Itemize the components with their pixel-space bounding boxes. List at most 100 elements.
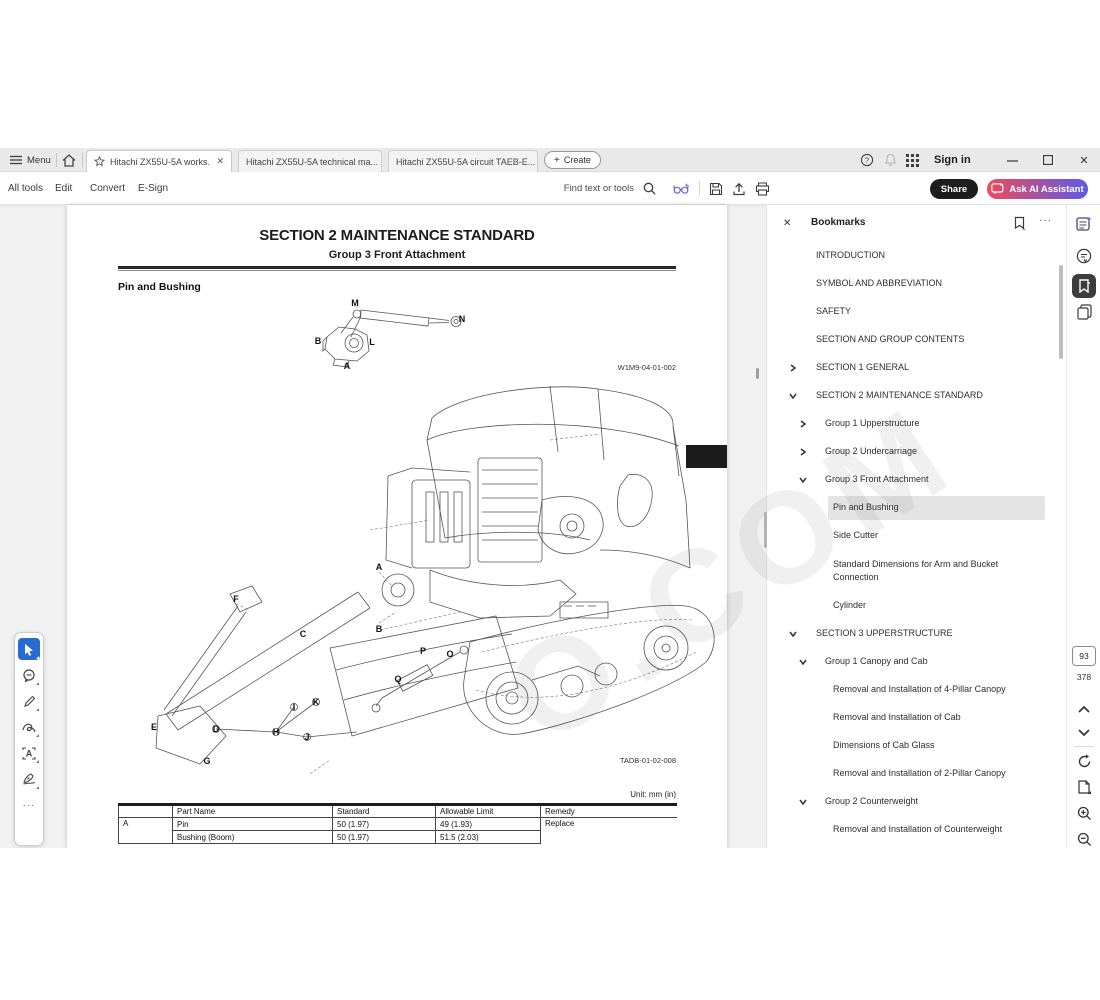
share-button[interactable]: Share <box>930 179 978 199</box>
previous-page-button[interactable] <box>1075 700 1093 718</box>
bookmark-item[interactable]: Group 3 Front Attachment <box>767 466 1059 494</box>
table-cell-ref: A <box>118 817 173 844</box>
chevron-down-icon[interactable] <box>799 476 807 484</box>
bookmark-item[interactable]: SYMBOL AND ABBREVIATION <box>767 270 1059 298</box>
add-comment-tool[interactable] <box>18 664 40 686</box>
bookmarks-button-active[interactable] <box>1072 274 1096 298</box>
star-icon[interactable] <box>93 155 106 167</box>
page-display-button[interactable] <box>1075 778 1093 796</box>
doc-section-title: SECTION 2 MAINTENANCE STANDARD <box>259 227 535 244</box>
lasso-tool[interactable] <box>18 716 40 738</box>
chevron-down-icon[interactable] <box>799 658 807 666</box>
save-icon[interactable] <box>709 182 723 196</box>
bookmark-label: Removal and Installation of 2-Pillar Can… <box>833 768 1006 779</box>
bookmark-item[interactable]: SECTION 2 MAINTENANCE STANDARD <box>767 382 1059 410</box>
draw-tool[interactable] <box>18 690 40 712</box>
bookmark-item[interactable]: SECTION 3 UPPERSTRUCTURE <box>767 620 1059 648</box>
bookmark-item[interactable]: Group 2 Undercarriage <box>767 438 1059 466</box>
edit-menu[interactable]: Edit <box>55 183 73 194</box>
bookmark-item[interactable]: Group 1 Canopy and Cab <box>767 648 1059 676</box>
fill-sign-tool[interactable] <box>18 768 40 790</box>
rotate-page-button[interactable] <box>1075 752 1093 770</box>
all-tools-menu[interactable]: All tools <box>8 183 44 194</box>
minimize-button[interactable] <box>997 148 1027 172</box>
chevron-right-icon[interactable] <box>799 420 807 428</box>
page-number-input[interactable]: 93 <box>1072 646 1096 666</box>
comments-button[interactable] <box>1075 247 1093 265</box>
chevron-down-icon[interactable] <box>789 392 797 400</box>
add-text-tool[interactable]: A <box>18 742 40 764</box>
bookmark-item[interactable]: INTRODUCTION <box>767 242 1059 270</box>
sign-in-button[interactable]: Sign in <box>934 148 971 172</box>
bookmark-label: Group 2 Counterweight <box>825 796 919 807</box>
acrobat-window: Menu Hitachi ZX55U-5A works... ✕ Hitachi… <box>0 148 1100 848</box>
close-window-button[interactable]: ✕ <box>1069 148 1099 172</box>
hamburger-icon <box>10 155 22 165</box>
bookmarks-scrollbar[interactable] <box>1059 265 1063 359</box>
bookmark-label: SECTION AND GROUP CONTENTS <box>816 334 965 345</box>
bookmark-item[interactable]: SAFETY <box>767 298 1059 326</box>
home-button[interactable] <box>62 148 76 172</box>
help-button[interactable]: ? <box>860 148 874 172</box>
minimize-icon <box>1006 159 1018 162</box>
share-label: Share <box>940 183 968 195</box>
create-button[interactable]: + Create <box>544 151 601 169</box>
comments-icon <box>1076 248 1092 264</box>
upload-icon[interactable] <box>732 182 746 196</box>
bookmark-item[interactable]: Dimensions of Cab Glass <box>767 732 1059 760</box>
ask-ai-label: Ask AI Assistant <box>1009 183 1084 195</box>
bookmark-item[interactable]: Removal and Installation of Cab <box>767 704 1059 732</box>
menu-button[interactable]: Menu <box>10 148 51 172</box>
bell-icon <box>884 153 897 167</box>
find-text-button[interactable]: Find text or tools <box>563 183 634 194</box>
document-scrollbar[interactable] <box>756 368 759 379</box>
panel-resize-handle[interactable] <box>764 512 767 548</box>
zoom-out-icon <box>1077 832 1091 846</box>
add-bookmark-button[interactable] <box>1013 216 1027 231</box>
bookmark-item[interactable]: SECTION 1 GENERAL <box>767 354 1059 382</box>
close-panel-button[interactable]: ✕ <box>783 218 792 229</box>
bookmark-item[interactable]: Pin and Bushing <box>767 494 1059 522</box>
chevron-down-icon[interactable] <box>799 798 807 806</box>
bookmarks-header: ✕ Bookmarks ··· <box>767 215 1067 237</box>
current-page: 93 <box>1079 651 1089 661</box>
ai-glasses-icon[interactable] <box>673 182 690 195</box>
maximize-icon <box>1043 155 1053 165</box>
diagram-label: E <box>150 722 158 732</box>
bookmark-item[interactable]: Removal and Installation of 2-Pillar Can… <box>767 760 1059 788</box>
maximize-button[interactable] <box>1033 148 1063 172</box>
tab-document-1[interactable]: Hitachi ZX55U-5A works... ✕ <box>86 150 232 172</box>
more-tools-button[interactable]: ··· <box>22 799 36 811</box>
select-tool[interactable] <box>18 638 40 660</box>
tab-label: Hitachi ZX55U-5A works... <box>110 156 210 167</box>
bookmark-item[interactable]: Group 1 Upperstructure <box>767 410 1059 438</box>
esign-menu[interactable]: E-Sign <box>138 183 169 194</box>
next-page-button[interactable] <box>1075 724 1093 742</box>
zoom-out-button[interactable] <box>1075 830 1093 848</box>
zoom-in-button[interactable] <box>1075 804 1093 822</box>
bookmark-item[interactable]: SECTION AND GROUP CONTENTS <box>767 326 1059 354</box>
chevron-down-icon[interactable] <box>789 630 797 638</box>
pdf-page[interactable]: SECTION 2 MAINTENANCE STANDARD Group 3 F… <box>67 205 727 848</box>
search-icon[interactable] <box>643 182 656 195</box>
chevron-right-icon[interactable] <box>799 448 807 456</box>
bookmark-item[interactable]: Cylinder <box>767 592 1059 620</box>
notifications-button[interactable] <box>884 148 897 172</box>
bookmark-options-button[interactable]: ··· <box>1039 215 1052 226</box>
bookmark-item[interactable]: Removal and Installation of 4-Pillar Can… <box>767 676 1059 704</box>
bookmark-item[interactable]: Standard Dimensions for Arm and Bucket C… <box>767 550 1059 592</box>
apps-grid-button[interactable] <box>906 148 919 172</box>
bookmark-item[interactable]: Side Cutter <box>767 522 1059 550</box>
diagram-label: H <box>272 727 280 737</box>
print-icon[interactable] <box>755 181 770 196</box>
convert-menu[interactable]: Convert <box>90 183 126 194</box>
ask-ai-assistant-button[interactable]: Ask AI Assistant <box>987 179 1088 199</box>
organize-pages-button[interactable] <box>1075 303 1093 321</box>
bookmark-item[interactable]: Group 2 Counterweight <box>767 788 1059 816</box>
ai-summary-button[interactable] <box>1075 215 1093 233</box>
tab-document-2[interactable]: Hitachi ZX55U-5A technical ma... <box>238 150 382 172</box>
bookmark-item[interactable]: Removal and Installation of Counterweigh… <box>767 816 1059 844</box>
close-tab-icon[interactable]: ✕ <box>216 156 224 166</box>
tab-document-3[interactable]: Hitachi ZX55U-5A circuit TAEB-E... <box>388 150 538 172</box>
chevron-right-icon[interactable] <box>789 364 797 372</box>
